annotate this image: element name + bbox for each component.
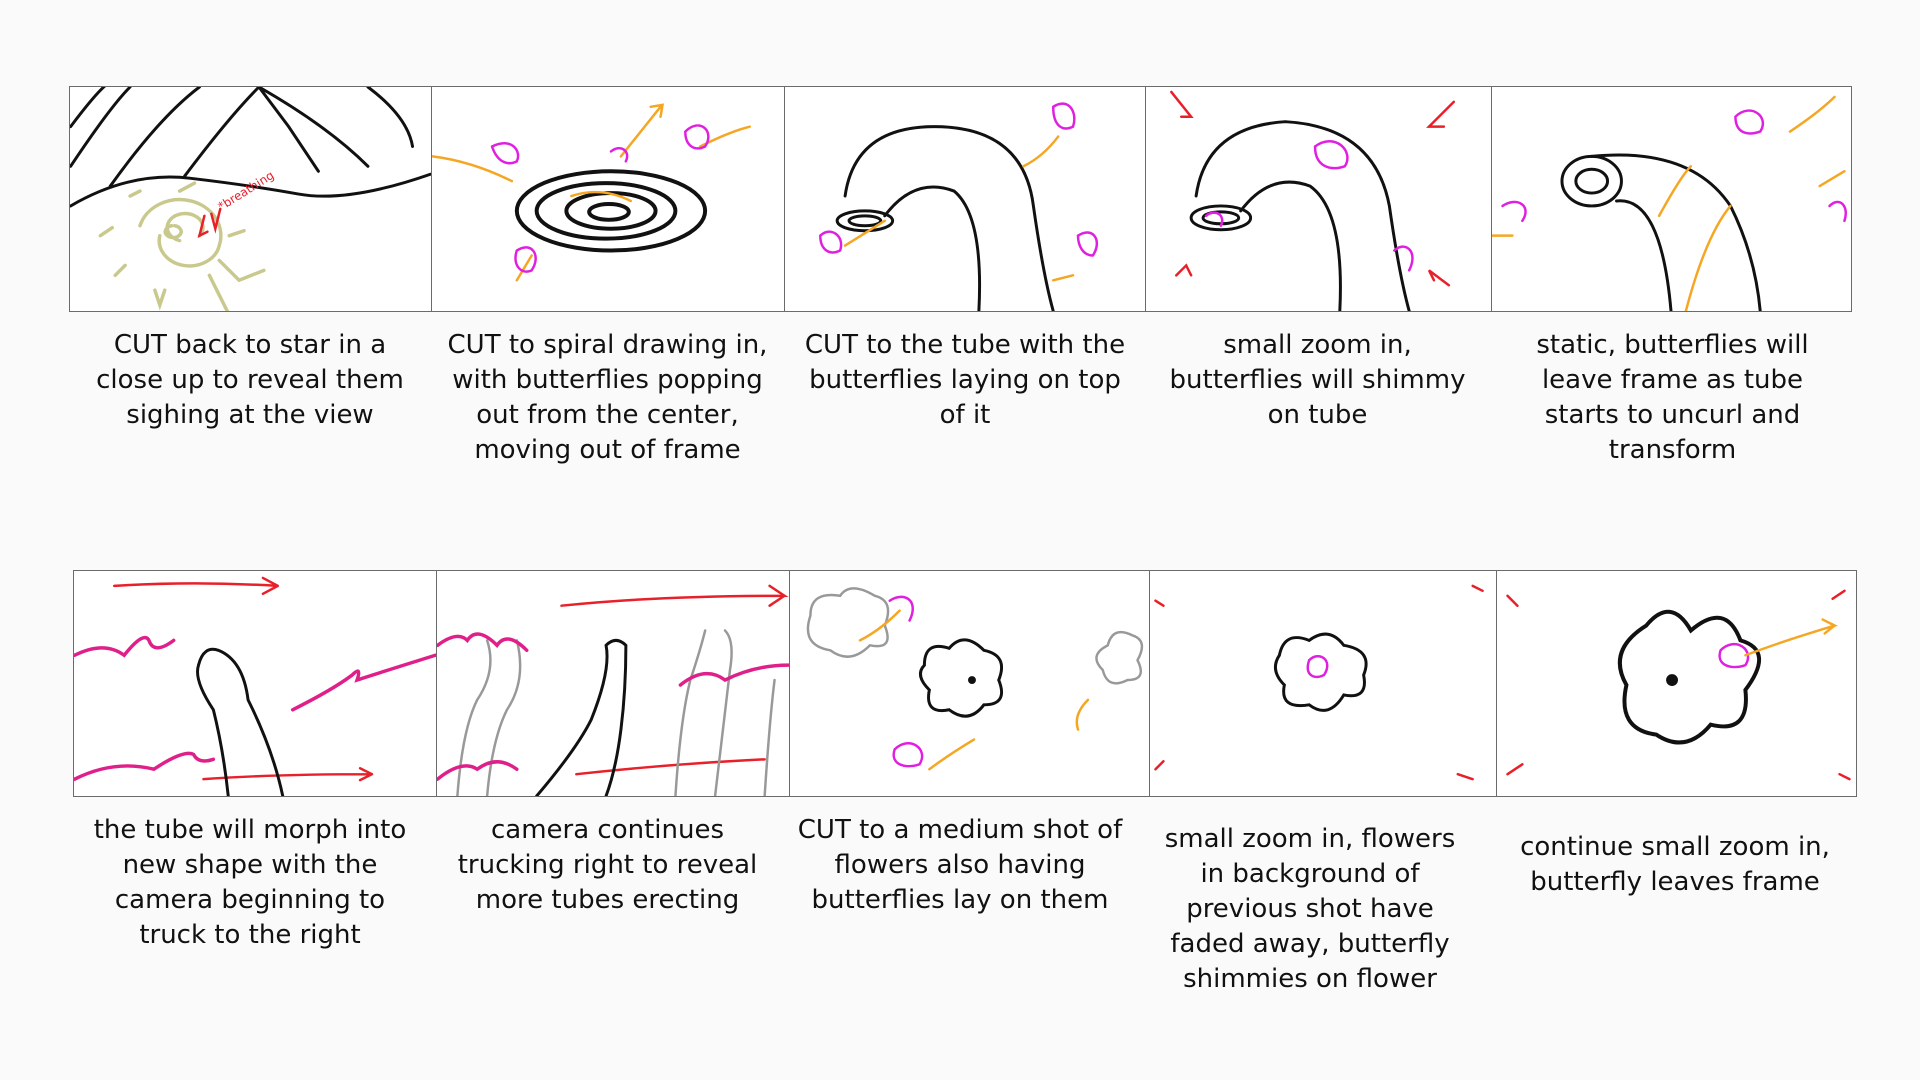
sketch-flower-closeup [1506,589,1851,781]
sketch-flowers [806,587,1144,771]
annotation-breathing: *breathing [215,168,276,213]
sketch-more-tubes [437,584,789,796]
caption-panel-7: camera continues trucking right to revea… [457,815,758,915]
storyboard-panel-10 [1496,570,1857,797]
caption-panel-2: CUT to spiral drawing in, with butterfli… [447,330,768,465]
storyboard-panel-8 [789,570,1150,797]
sketch-spiral [432,103,751,282]
caption-panel-9: small zoom in, flowers in background of … [1164,824,1456,994]
storyboard-panel-9 [1149,570,1497,797]
sketch-flower-zoom [1154,584,1484,781]
sketch-tube-uncurl [1492,95,1847,311]
caption-panel-8: CUT to a medium shot of flowers also hav… [797,815,1123,915]
caption-panel-1: CUT back to star in a close up to reveal… [96,330,404,430]
storyboard-panel-6 [73,570,437,797]
caption-panel-6: the tube will morph into new shape with … [93,815,407,950]
storyboard-panel-5 [1491,86,1852,312]
storyboard-panel-4 [1145,86,1492,312]
caption-panel-3: CUT to the tube with the butterflies lay… [804,330,1126,430]
sketch-tube-butterflies [819,102,1099,311]
caption-panel-10: continue small zoom in, butterfly leaves… [1520,832,1830,897]
storyboard-panel-7 [436,570,790,797]
sketch-tube-zoom [1170,90,1456,311]
sketch-tube-morph [74,576,436,796]
caption-panel-5: static, butterflies will leave frame as … [1536,330,1809,465]
storyboard-panel-2 [431,86,785,312]
sketch-star-closeup: *breathing [70,87,431,311]
storyboard-panel-3 [784,86,1146,312]
caption-panel-4: small zoom in, butterflies will shimmy o… [1169,330,1466,430]
storyboard-panel-1: *breathing [69,86,432,312]
flower-center [968,676,976,684]
flower-center [1666,674,1678,686]
